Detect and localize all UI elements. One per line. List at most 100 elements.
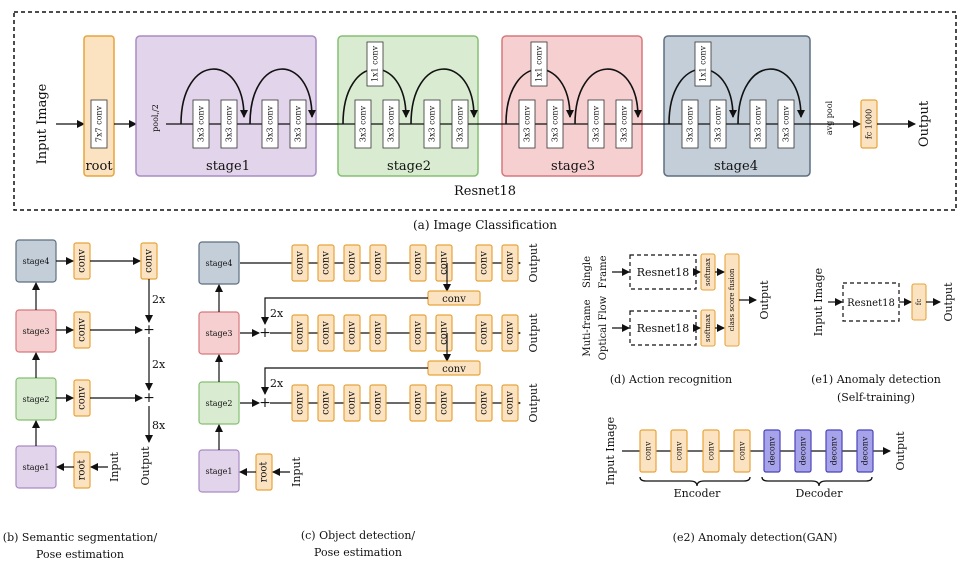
c-conv-box xyxy=(501,384,519,422)
c-conv-box xyxy=(409,314,427,352)
conv3x3-box xyxy=(681,99,699,149)
c-conv-label: conv xyxy=(321,251,332,275)
c-conv-label: conv xyxy=(347,391,358,415)
c-caption-line1: (c) Object detection/ xyxy=(301,529,416,542)
root-conv-label: 7x7 conv xyxy=(95,105,104,142)
conv3x3-box xyxy=(261,99,279,149)
pool-label: pool,/2 xyxy=(151,104,160,132)
c-conv-label: conv xyxy=(479,321,490,345)
b-input-label: Input xyxy=(108,451,121,482)
e2-conv-label: conv xyxy=(738,441,747,460)
c-conv-box xyxy=(317,384,335,422)
c-conv-label: conv xyxy=(321,321,332,345)
c-conv-label: conv xyxy=(439,321,450,345)
conv3x3-label: 3x3 conv xyxy=(387,105,396,142)
b-plus-2: + xyxy=(143,390,155,406)
conv3x3-box xyxy=(354,99,372,149)
c-conv-label: conv xyxy=(413,391,424,415)
c-stage1-label: stage1 xyxy=(205,467,232,476)
c-conv-box xyxy=(291,314,309,352)
b-conv-stage4-label: conv xyxy=(77,249,88,273)
b-stage2-label: stage2 xyxy=(22,395,49,404)
e2-conv-box xyxy=(639,429,657,473)
e1-caption-line1: (e1) Anomaly detection xyxy=(811,373,941,386)
e2-deconv-label: deconv xyxy=(799,436,808,465)
c-conv-label: conv xyxy=(373,321,384,345)
encoder-brace xyxy=(639,476,751,487)
a-caption: (a) Image Classification xyxy=(413,218,557,232)
conv1x1-label: 1x1 conv xyxy=(371,45,380,82)
c-conv-box xyxy=(369,244,387,282)
conv1x1-label: 1x1 conv xyxy=(535,45,544,82)
b-plus-1: + xyxy=(143,322,155,338)
e1-output-label: Output xyxy=(942,282,955,322)
conv3x3-label: 3x3 conv xyxy=(523,105,532,142)
c-conv-label: conv xyxy=(295,391,306,415)
conv3x3-box xyxy=(749,99,767,149)
c-caption-line2: Pose estimation xyxy=(314,546,402,559)
skip-connection-arc xyxy=(249,68,316,125)
panel-c-object-detection: stage4 stage3 stage2 stage1 root Input +… xyxy=(198,241,540,559)
c-conv-box xyxy=(409,244,427,282)
c-conv-label: conv xyxy=(505,391,516,415)
e2-caption: (e2) Anomaly detection(GAN) xyxy=(673,531,838,544)
e2-deconv-label: deconv xyxy=(861,436,870,465)
d-fusion-label: class score fusion xyxy=(728,268,736,331)
c-plus-2: + xyxy=(259,395,271,411)
c-root-label: root xyxy=(259,462,270,483)
root-label: root xyxy=(85,159,113,174)
c-output-1: Output xyxy=(527,243,540,283)
conv3x3-box xyxy=(451,99,469,149)
skip-connection-arc xyxy=(574,68,642,125)
conv3x3-box xyxy=(587,99,605,149)
c-conv-label: conv xyxy=(295,251,306,275)
e1-resnet-label: Resnet18 xyxy=(847,298,895,309)
b-8x: 8x xyxy=(152,419,166,432)
c-conv-label: conv xyxy=(505,321,516,345)
c-conv-box xyxy=(409,384,427,422)
panel-b-segmentation: stage4 stage3 stage2 stage1 root Input c… xyxy=(3,239,166,561)
conv3x3-box xyxy=(220,99,238,149)
conv1x1-box xyxy=(366,41,384,87)
panel-d-action-recognition: Single Frame Muti-frame Optical Flow Res… xyxy=(582,253,771,386)
c-conv-box xyxy=(369,384,387,422)
conv3x3-label: 3x3 conv xyxy=(754,105,763,142)
d-softmax-label-2: softmax xyxy=(704,314,712,342)
c-conv-box xyxy=(475,314,493,352)
conv3x3-label: 3x3 conv xyxy=(294,105,303,142)
conv3x3-label: 3x3 conv xyxy=(714,105,723,142)
conv3x3-box xyxy=(546,99,564,149)
c-stage2-label: stage2 xyxy=(205,399,232,408)
c-conv-box xyxy=(475,384,493,422)
b-caption-line2: Pose estimation xyxy=(36,548,124,561)
stage4-label: stage4 xyxy=(714,159,758,174)
c-conv-label: conv xyxy=(413,321,424,345)
b-caption-line1: (b) Semantic segmentation/ xyxy=(3,531,158,544)
e2-conv-label: conv xyxy=(644,441,653,460)
avg-pool-label: avg pool xyxy=(825,100,834,135)
e2-input-label: Input Image xyxy=(604,417,617,485)
conv3x3-label: 3x3 conv xyxy=(428,105,437,142)
e2-deconv-box xyxy=(763,429,781,473)
c-conv-label: conv xyxy=(479,391,490,415)
c-conv-box xyxy=(291,384,309,422)
c-conv-label: conv xyxy=(295,321,306,345)
skip-connection-arc xyxy=(180,68,248,125)
c-conv-label: conv xyxy=(505,251,516,275)
d-output-label: Output xyxy=(758,280,771,320)
b-conv-stage2-label: conv xyxy=(77,386,88,410)
stage2-label: stage2 xyxy=(387,159,431,174)
c-conv-label: conv xyxy=(321,391,332,415)
d-softmax-label-1: softmax xyxy=(704,258,712,286)
a-output-label: Output xyxy=(917,100,932,147)
c-2x-2: 2x xyxy=(270,377,284,390)
d-frame-label: Frame xyxy=(598,255,609,288)
c-conv-box xyxy=(501,314,519,352)
resnet18-dashed-frame xyxy=(13,11,957,211)
c-conv-box xyxy=(291,244,309,282)
b-stage4-label: stage4 xyxy=(22,257,49,266)
e2-conv-label: conv xyxy=(707,441,716,460)
fc1000-label: fc 1000 xyxy=(865,109,874,139)
c-conv-box xyxy=(343,244,361,282)
